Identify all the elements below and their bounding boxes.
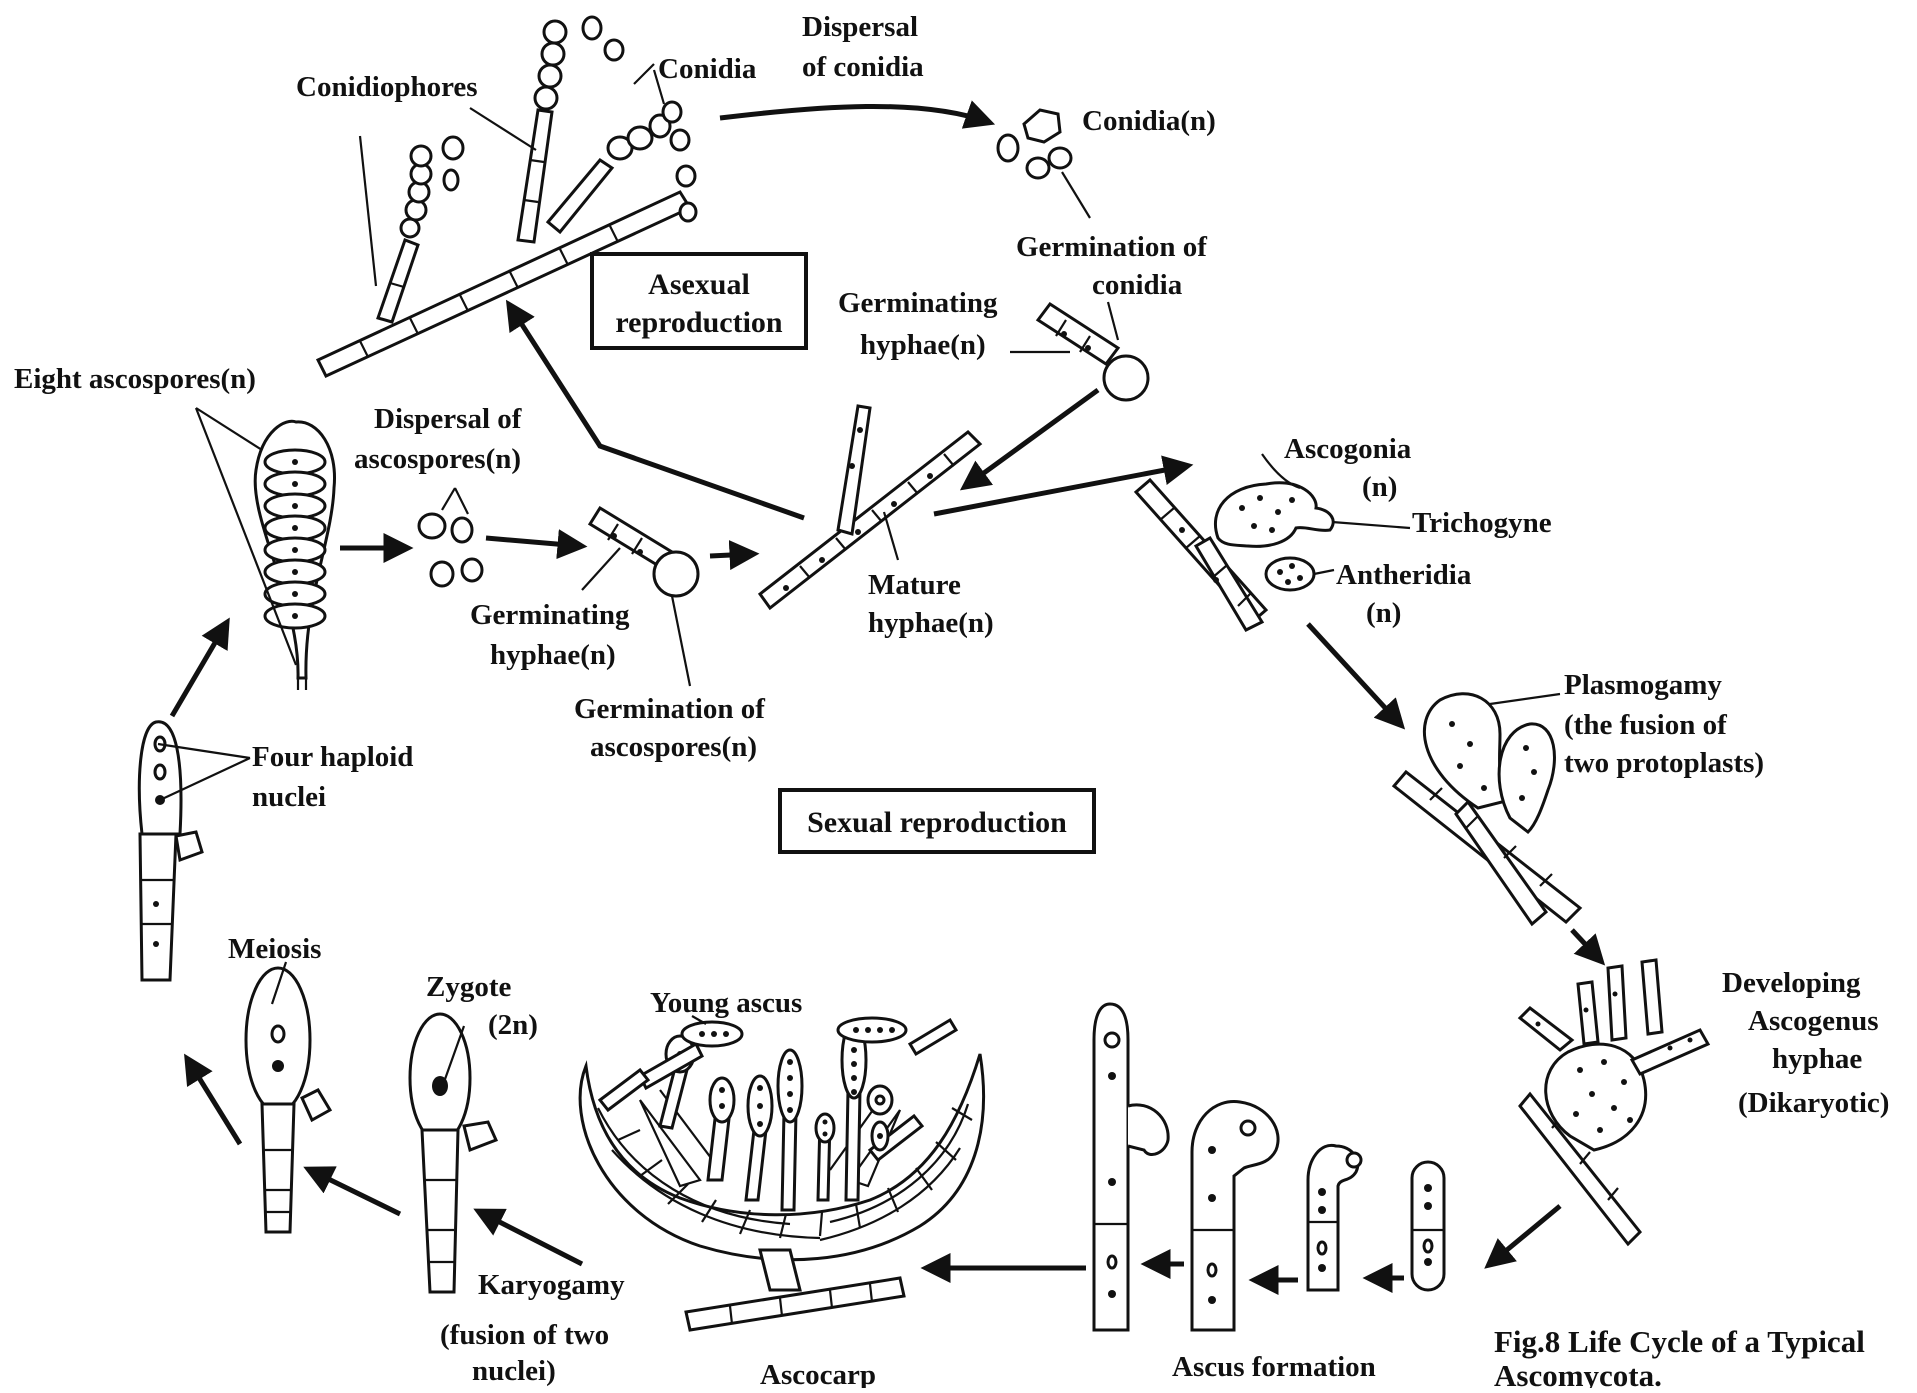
label-zygote-2: (2n) bbox=[488, 1009, 538, 1041]
label-antheridia-1: Antheridia bbox=[1336, 559, 1472, 591]
sexual-box-label: Sexual reproduction bbox=[807, 806, 1067, 839]
arrow-germinating-to-mature bbox=[709, 540, 760, 571]
asexual-box-line-2: reproduction bbox=[615, 306, 783, 339]
arrow-mature-to-ascogonia bbox=[933, 455, 1194, 517]
label-karyogamy-3: nuclei) bbox=[472, 1355, 556, 1387]
label-germination-ascospores-2: ascospores(n) bbox=[590, 731, 757, 763]
arrow-dispersal-to-germinating bbox=[485, 529, 588, 560]
label-eight-ascospores: Eight ascospores(n) bbox=[14, 363, 256, 395]
arrow-meiosis-to-four-nuclei bbox=[184, 1053, 243, 1146]
label-germinating-hyphae-top-2: hyphae(n) bbox=[860, 329, 986, 361]
label-conidiophores: Conidiophores bbox=[296, 71, 478, 103]
label-developing-4: (Dikaryotic) bbox=[1738, 1087, 1889, 1119]
ascus-formation-stages bbox=[1092, 1002, 1446, 1332]
arrow-antheridia-to-plasmogamy bbox=[1306, 622, 1406, 730]
label-plasmogamy-3: two protoplasts) bbox=[1564, 747, 1764, 779]
label-karyogamy-2: (fusion of two bbox=[440, 1319, 609, 1351]
dispersed-ascospores bbox=[417, 487, 484, 588]
label-developing-2: Ascogenus bbox=[1748, 1005, 1879, 1037]
label-dispersal-conidia-2: of conidia bbox=[802, 51, 924, 83]
germinating-conidium bbox=[1035, 301, 1150, 402]
plasmogamy-drawing bbox=[1391, 692, 1583, 927]
label-plasmogamy-1: Plasmogamy bbox=[1564, 669, 1722, 701]
label-germinating-hyphae-mid-1: Germinating bbox=[470, 599, 630, 631]
label-ascogonia-2: (n) bbox=[1362, 471, 1397, 503]
conidiophores-drawing bbox=[315, 15, 698, 378]
label-dispersal-ascospores-2: ascospores(n) bbox=[354, 443, 521, 475]
label-germinating-hyphae-top-1: Germinating bbox=[838, 287, 998, 319]
label-karyogamy-1: Karyogamy bbox=[478, 1269, 625, 1301]
germinating-ascospore bbox=[581, 505, 700, 687]
figure-caption-1: Fig.8 Life Cycle of a Typical bbox=[1494, 1324, 1865, 1359]
label-developing-1: Developing bbox=[1722, 967, 1861, 999]
label-plasmogamy-2: (the fusion of bbox=[1564, 709, 1727, 741]
asexual-reproduction-box: Asexual reproduction bbox=[590, 252, 808, 350]
arrow-mature-to-asexual bbox=[505, 299, 805, 521]
label-young-ascus: Young ascus bbox=[650, 987, 802, 1019]
arrow-four-nuclei-to-eight bbox=[169, 617, 230, 718]
labels: Conidiophores Conidia Dispersal of conid… bbox=[14, 11, 1889, 1393]
label-ascocarp: Ascocarp bbox=[760, 1359, 876, 1388]
label-ascogonia-1: Ascogonia bbox=[1284, 433, 1412, 465]
label-dispersal-ascospores-1: Dispersal of bbox=[374, 403, 522, 435]
sexual-reproduction-box: Sexual reproduction bbox=[778, 788, 1096, 854]
label-mature-hyphae-2: hyphae(n) bbox=[868, 607, 994, 639]
label-germination-conidia-2: conidia bbox=[1092, 269, 1183, 301]
arrow-karyogamy bbox=[473, 1208, 584, 1267]
arrow-conidia-germination-to-mature bbox=[959, 387, 1100, 491]
label-meiosis: Meiosis bbox=[228, 933, 321, 965]
label-dispersal-conidia-1: Dispersal bbox=[802, 11, 918, 43]
developing-ascogenous-hyphae bbox=[1517, 958, 1711, 1247]
label-leaders bbox=[358, 63, 666, 287]
label-mature-hyphae-1: Mature bbox=[868, 569, 961, 601]
meiosis-drawing bbox=[244, 961, 333, 1234]
arrow-developing-to-ascus bbox=[1484, 1204, 1562, 1269]
mature-hyphae bbox=[757, 404, 983, 611]
arrow-conidia-dispersal bbox=[719, 100, 996, 129]
label-developing-3: hyphae bbox=[1772, 1043, 1862, 1075]
conidia-spores bbox=[996, 108, 1073, 180]
cycle-arrows bbox=[169, 100, 1606, 1295]
label-four-haploid-2: nuclei bbox=[252, 781, 326, 813]
four-haploid-nuclei-drawing bbox=[137, 720, 251, 982]
label-conidia-n: Conidia(n) bbox=[1082, 105, 1216, 137]
label-antheridia-2: (n) bbox=[1366, 597, 1401, 629]
label-ascus-formation: Ascus formation bbox=[1172, 1351, 1376, 1383]
ascocarp-drawing bbox=[578, 1015, 986, 1332]
ascogonia-antheridia bbox=[1133, 453, 1411, 632]
label-four-haploid-1: Four haploid bbox=[252, 741, 413, 773]
label-zygote-1: Zygote bbox=[426, 971, 512, 1003]
label-germination-conidia-1: Germination of bbox=[1016, 231, 1207, 263]
label-trichogyne: Trichogyne bbox=[1412, 507, 1552, 539]
eight-ascospores-ascus bbox=[253, 419, 337, 690]
zygote-drawing bbox=[408, 1012, 499, 1294]
leader-conidia-germination bbox=[1061, 171, 1091, 219]
arrow-plasmogamy-to-developing bbox=[1570, 928, 1606, 966]
figure-caption-2: Ascomycota. bbox=[1494, 1358, 1662, 1388]
label-germination-ascospores-1: Germination of bbox=[574, 693, 765, 725]
arrow-zygote-to-meiosis bbox=[303, 1166, 402, 1217]
asexual-box-line-1: Asexual bbox=[648, 268, 750, 301]
label-germinating-hyphae-mid-2: hyphae(n) bbox=[490, 639, 616, 671]
label-conidia: Conidia bbox=[658, 53, 757, 85]
